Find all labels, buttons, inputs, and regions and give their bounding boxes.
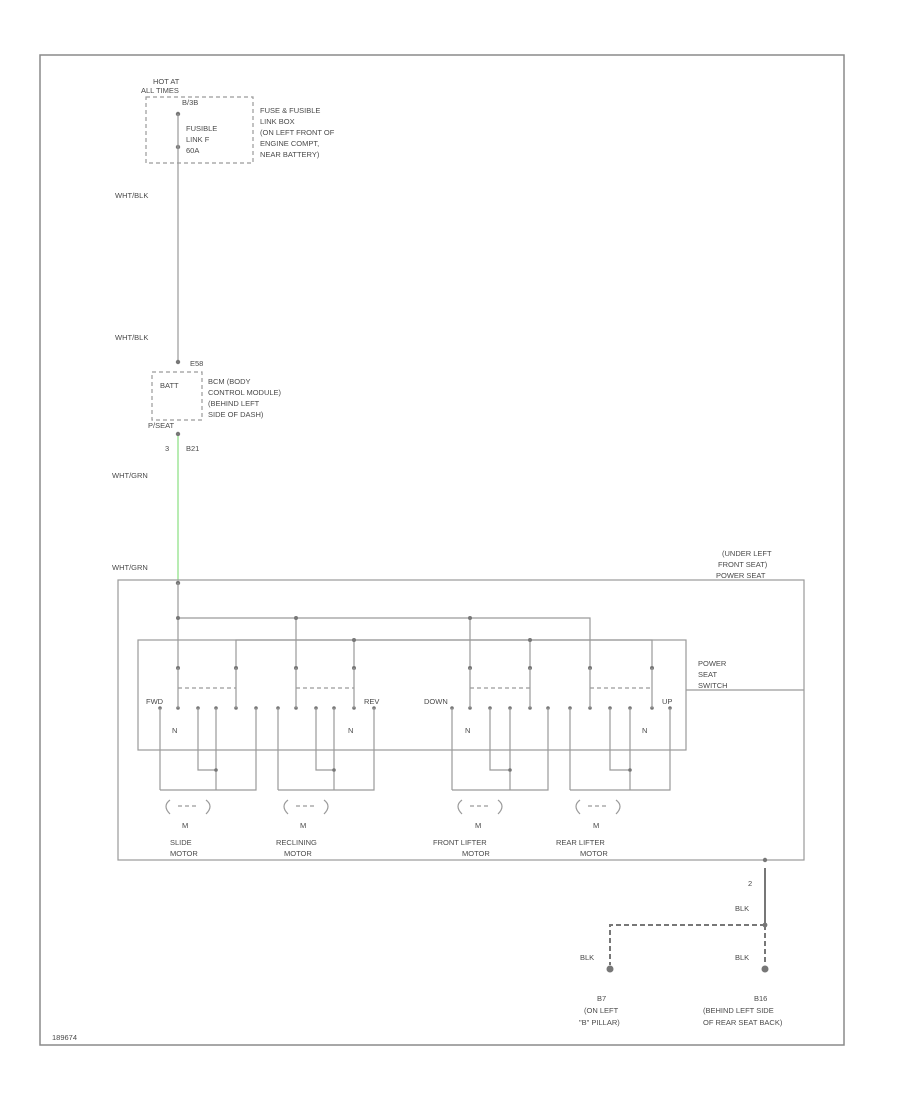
bcm-desc-3: (BEHIND LEFT (208, 399, 260, 408)
bcm-pin-label: P/SEAT (148, 421, 175, 430)
fuse-box-desc-2: LINK BOX (260, 117, 295, 126)
ground-pin: 2 (748, 879, 752, 888)
ground-wire-label-2: BLK (580, 953, 594, 962)
switch-label-1: POWER (698, 659, 727, 668)
fuse-box-desc-5: NEAR BATTERY) (260, 150, 320, 159)
wire-label-4: WHT/GRN (112, 563, 148, 572)
bus-node-1 (176, 616, 180, 620)
term-rev: REV (364, 697, 379, 706)
term-down: DOWN (424, 697, 448, 706)
term-n-2: N (348, 726, 353, 735)
bus-node-3 (468, 616, 472, 620)
seat-ground-terminal (762, 857, 768, 863)
slide-motor-m: M (182, 821, 188, 830)
ground-b16-id: B16 (754, 994, 767, 1003)
bcm-terminal-bottom (175, 431, 181, 437)
fuse-box: HOT AT ALL TIMES B/3B FUSIBLE LINK F 60A… (141, 77, 335, 164)
term-fwd: FWD (146, 697, 164, 706)
power-seat-assembly: (UNDER LEFT FRONT SEAT) POWER SEAT POWER… (117, 549, 805, 861)
term-n-1: N (172, 726, 177, 735)
ground-b7-desc-1: (ON LEFT (584, 1006, 619, 1015)
diagram-frame (39, 54, 845, 1046)
seat-location-2: FRONT SEAT) (718, 560, 768, 569)
power-seat-switch-outline (137, 639, 687, 751)
ground-wire-branch (609, 924, 765, 965)
fusible-label: FUSIBLE (186, 124, 217, 133)
bcm-desc-4: SIDE OF DASH) (208, 410, 264, 419)
ground-point-b7 (606, 965, 614, 973)
term-up: UP (662, 697, 672, 706)
switch-legs (177, 668, 653, 708)
ground-b7-desc-2: "B" PILLAR) (579, 1018, 620, 1027)
bcm-pin-top: E58 (190, 359, 203, 368)
fuse-pin-top: B/3B (182, 98, 198, 107)
front-lifter-name-2: MOTOR (462, 849, 490, 858)
reclining-motor-name-2: MOTOR (284, 849, 312, 858)
bcm-terminal-top (175, 359, 181, 365)
power-seat-outline (117, 579, 805, 861)
reclining-motor: M RECLINING MOTOR (276, 799, 329, 858)
slide-motor-name-2: MOTOR (170, 849, 198, 858)
bcm-box: E58 BATT P/SEAT 3 B21 BCM (BODY CONTROL … (148, 359, 282, 453)
reclining-motor-name-1: RECLINING (276, 838, 317, 847)
switch-label-3: SWITCH (698, 681, 728, 690)
hot-at-label-2: ALL TIMES (141, 86, 179, 95)
switch-contacts (158, 706, 672, 710)
lower-node-2 (352, 638, 356, 642)
bcm-desc-2: CONTROL MODULE) (208, 388, 282, 397)
term-n-3: N (465, 726, 470, 735)
motor-lead-dots (214, 768, 632, 772)
front-lifter-motor: M FRONT LIFTER MOTOR (433, 799, 503, 858)
power-bus-upper (177, 583, 591, 668)
bcm-desc-1: BCM (BODY (208, 377, 251, 386)
ground-b16-desc-1: (BEHIND LEFT SIDE (703, 1006, 774, 1015)
front-lifter-m: M (475, 821, 481, 830)
bcm-outline (151, 371, 203, 421)
bus-node-2 (294, 616, 298, 620)
ground-wire-label-1: BLK (735, 904, 749, 913)
seat-location-3: POWER SEAT (716, 571, 766, 580)
front-lifter-name-1: FRONT LIFTER (433, 838, 487, 847)
fuse-box-desc-4: ENGINE COMPT, (260, 139, 319, 148)
motor-leads (159, 708, 671, 791)
bcm-batt-label: BATT (160, 381, 179, 390)
rear-lifter-name-1: REAR LIFTER (556, 838, 605, 847)
ground-b16-desc-2: OF REAR SEAT BACK) (703, 1018, 783, 1027)
lower-node-3 (528, 638, 532, 642)
power-bus-lower (235, 639, 653, 668)
wire-label-1: WHT/BLK (115, 191, 148, 200)
ground-section: 2 BLK BLK BLK B7 (ON LEFT "B" PILLAR) B1… (579, 857, 783, 1027)
reclining-motor-m: M (300, 821, 306, 830)
fusible-link-label: LINK F (186, 135, 210, 144)
fuse-box-desc-3: (ON LEFT FRONT OF (260, 128, 335, 137)
ground-b7-id: B7 (597, 994, 606, 1003)
fuse-box-outline (145, 96, 254, 164)
switch-label-2: SEAT (698, 670, 717, 679)
fuse-amp-label: 60A (186, 146, 199, 155)
slide-motor: M SLIDE MOTOR (165, 799, 211, 858)
rear-lifter-m: M (593, 821, 599, 830)
ground-point-b16 (761, 965, 769, 973)
term-n-4: N (642, 726, 647, 735)
wire-label-2: WHT/BLK (115, 333, 148, 342)
slide-motor-name-1: SLIDE (170, 838, 192, 847)
hot-at-label: HOT AT (153, 77, 180, 86)
ground-wire-label-3: BLK (735, 953, 749, 962)
rear-lifter-motor: M REAR LIFTER MOTOR (556, 799, 621, 858)
footer-code: 189674 (52, 1033, 77, 1042)
fuse-box-desc-1: FUSE & FUSIBLE (260, 106, 320, 115)
bcm-pin-num: 3 (165, 444, 169, 453)
wire-label-3: WHT/GRN (112, 471, 148, 480)
bcm-pin-conn: B21 (186, 444, 199, 453)
seat-location-1: (UNDER LEFT (722, 549, 772, 558)
rear-lifter-name-2: MOTOR (580, 849, 608, 858)
